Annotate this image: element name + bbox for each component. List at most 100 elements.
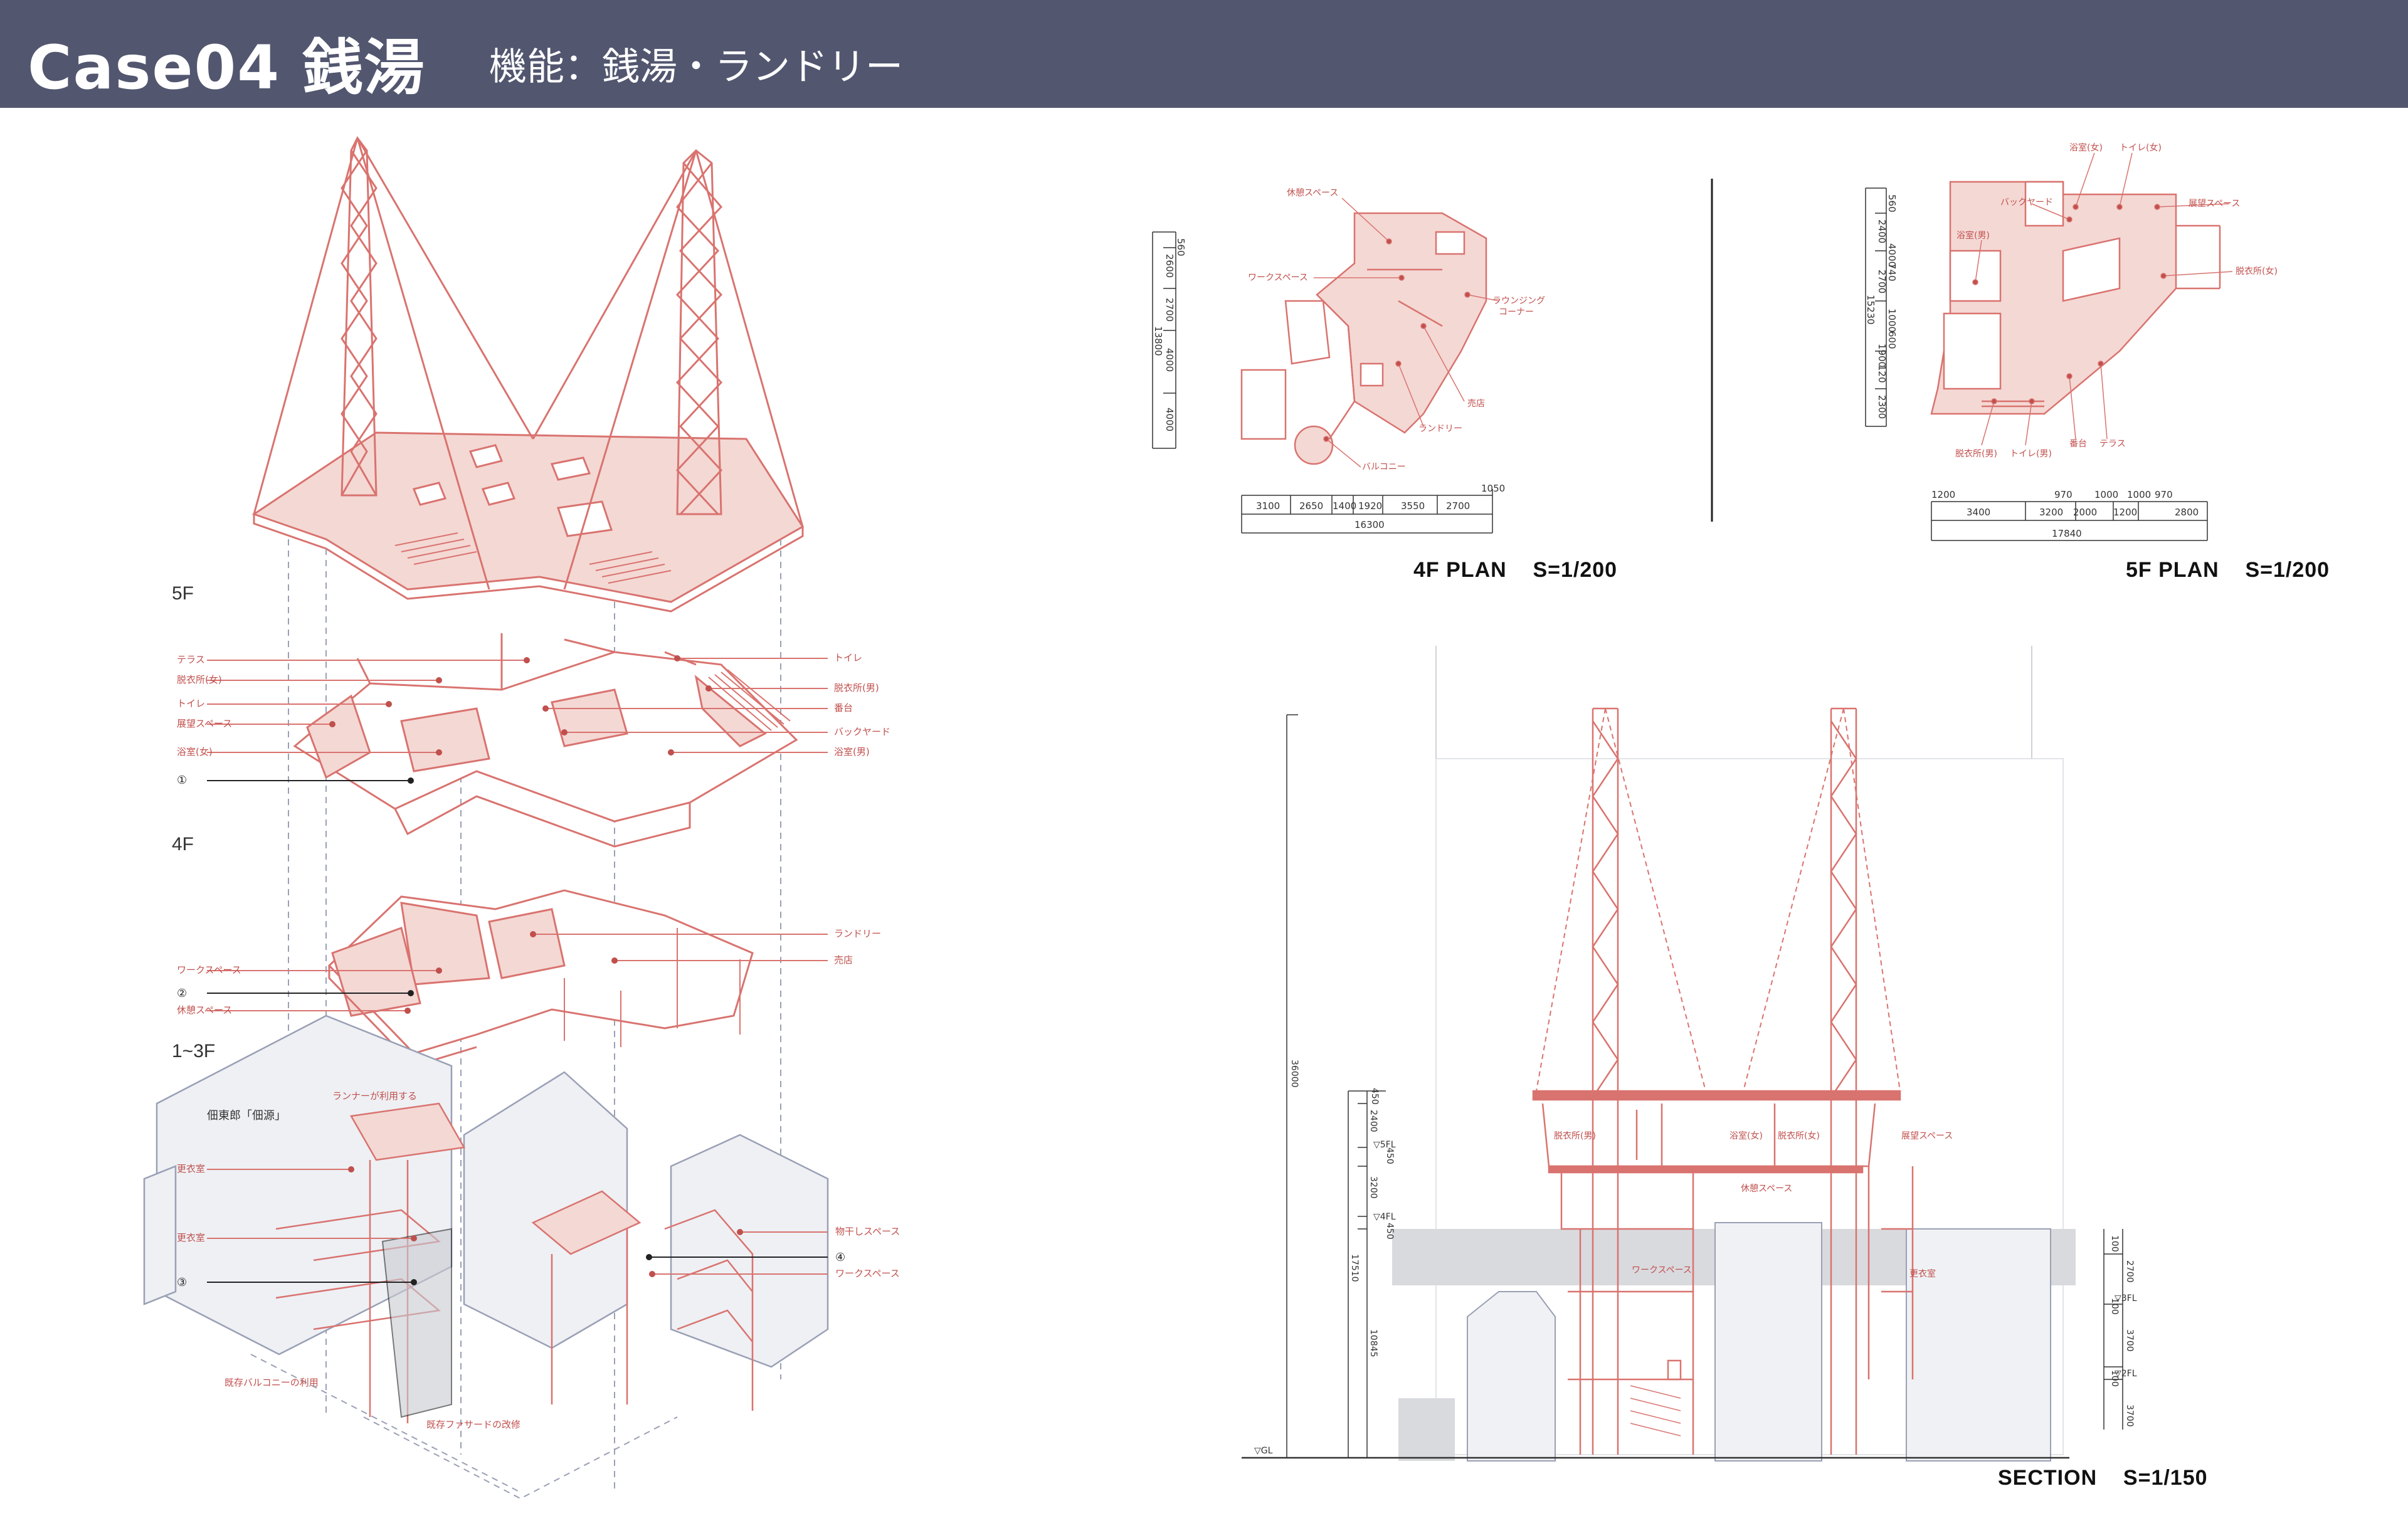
axon-5f-leaders xyxy=(207,655,828,784)
plan-5f-dim-lines xyxy=(1865,187,2208,541)
plan4f-dim-total: 16300 xyxy=(1354,519,1385,530)
section-dim-inner-4: 450 xyxy=(1385,1223,1395,1240)
plan-5f xyxy=(1930,181,2221,415)
plan4f-dim-left-4: 4000 xyxy=(1164,348,1175,372)
plan4f-work: ワークスペース xyxy=(1248,273,1308,283)
plan5f-dim-left-10: 740 xyxy=(1886,263,1898,282)
plan4f-dim-top-right: 1050 xyxy=(1481,483,1505,494)
page-subtitle: 機能：銭湯・ランドリー xyxy=(489,45,903,89)
plan5f-dressing-men: 脱衣所(男) xyxy=(1955,449,1997,459)
plan-5f-dims: 1200 970 1000 1000 970 3400 3200 2000 12… xyxy=(1865,194,2199,539)
plan5f-dim-left-0: 560 xyxy=(1886,194,1898,213)
floor-label-4f: 4F xyxy=(172,834,194,855)
label-tsukuda: 佃東郎「佃源」 xyxy=(207,1109,286,1122)
plan5f-bath-men: 浴室(男) xyxy=(1956,230,1990,241)
plan5f-dim-left-1: 2400 xyxy=(1876,219,1888,243)
section-label-dressing-women: 脱衣所(女) xyxy=(1778,1130,1820,1141)
section-labels: 脱衣所(男) 浴室(女) 脱衣所(女) 展望スペース 休憩スペース ワークスペー… xyxy=(1554,1130,1953,1279)
plan4f-dim-left-5: 4000 xyxy=(1164,408,1175,431)
plan5f-dim-top-1: 970 xyxy=(2054,489,2073,500)
label-runner: ランナーが利用する xyxy=(332,1090,417,1102)
plan4f-dim-0: 3100 xyxy=(1256,500,1280,512)
plan4f-dim-1: 2650 xyxy=(1299,500,1323,512)
plan5f-bandai: 番台 xyxy=(2069,439,2087,449)
label-facade: 既存ファサードの改修 xyxy=(426,1419,520,1430)
section-dim-right-1: 2700 xyxy=(2125,1260,2135,1283)
label-5f-num1: ① xyxy=(177,774,187,787)
section-label-work: ワークスペース xyxy=(1632,1265,1692,1275)
axon-1-3f-label-group: ランナーが利用する 佃東郎「佃源」 更衣室 更衣室 ③ 既存バルコニーの利用 既… xyxy=(177,1090,900,1430)
section-dim-right-2: 100 xyxy=(2110,1298,2120,1315)
plan-4f-labels: 休憩スペース ワークスペース ラウンジング コーナー 売店 ランドリー バルコニ… xyxy=(1248,187,1545,472)
section-label-observation: 展望スペース xyxy=(1901,1131,1953,1141)
plan5f-toilet-men: トイレ(男) xyxy=(2010,449,2052,459)
plan-5f-labels: 浴室(女) トイレ(女) バックヤード 展望スペース 浴室(男) 脱衣所(女) … xyxy=(1955,142,2278,459)
plan5f-dim-left-3: 2700 xyxy=(1876,270,1888,293)
label-5f-observation: 展望スペース xyxy=(177,718,232,729)
section-level-2fl: ▽2FL xyxy=(2115,1369,2137,1379)
label-5f-bandai: 番台 xyxy=(834,702,853,714)
plan-4f-dims: 3100 2650 1400 1920 3550 2700 1050 16300… xyxy=(1153,238,1505,530)
section-dim-inner-5: 17510 xyxy=(1349,1254,1360,1282)
label-locker-1: 更衣室 xyxy=(177,1163,205,1174)
plan5f-dim-top-0: 1200 xyxy=(1931,489,1955,500)
label-5f-dressing-men: 脱衣所(男) xyxy=(834,682,879,693)
plan-4f-leaders xyxy=(1314,198,1499,468)
section-label-bath-women: 浴室(女) xyxy=(1729,1130,1763,1141)
plan5f-dim-left-7: 120 xyxy=(1876,365,1888,383)
axon-5f xyxy=(293,633,798,848)
plan5f-dim-left-9: 15230 xyxy=(1865,295,1876,325)
plan4f-dim-left-1: 2600 xyxy=(1164,254,1175,278)
axon-roof xyxy=(251,136,805,613)
section-level-4fl: ▽4FL xyxy=(1373,1212,1396,1222)
header-bar: Case04 銭湯 機能：銭湯・ランドリー xyxy=(0,0,2408,108)
section-level-3fl: ▽3FL xyxy=(2115,1294,2137,1304)
label-5f-bath-women: 浴室(女) xyxy=(177,746,213,757)
label-drying: 物干しスペース xyxy=(835,1226,900,1237)
section-level-5fl: ▽5FL xyxy=(1373,1140,1396,1150)
plan4f-shop: 売店 xyxy=(1467,399,1485,409)
plan5f-dim-top-2: 1000 xyxy=(2094,489,2118,500)
label-4f-laundry: ランドリー xyxy=(834,928,881,939)
plan5f-dim-left-6: 1900 xyxy=(1876,344,1888,367)
section-dim-inner-3: 3200 xyxy=(1368,1176,1378,1199)
plan4f-corner: コーナー xyxy=(1499,307,1534,317)
axon-1-3f-leaders xyxy=(207,1166,828,1285)
section-dim-inner-1: 2400 xyxy=(1368,1110,1378,1132)
plan5f-observation: 展望スペース xyxy=(2189,199,2240,209)
plan5f-dim-left-8: 2300 xyxy=(1876,395,1888,419)
label-num4: ④ xyxy=(835,1251,845,1264)
label-5f-toilet-right: トイレ xyxy=(834,652,862,663)
label-work-13f: ワークスペース xyxy=(835,1268,900,1279)
plan4f-dim-3: 1920 xyxy=(1358,500,1382,512)
section-dim-right-0: 100 xyxy=(2110,1235,2120,1252)
plan4f-dim-left-0: 560 xyxy=(1175,238,1186,256)
plan5f-dim-left-5: 600 xyxy=(1886,331,1898,349)
plan5f-dim-bot-0: 3400 xyxy=(1967,507,1990,518)
plan5f-dim-left-4: 1000 xyxy=(1886,308,1898,332)
axon-1-3f-foundation xyxy=(250,1354,678,1500)
plan5f-toilet-women: トイレ(女) xyxy=(2120,142,2162,153)
label-balcony: 既存バルコニーの利用 xyxy=(224,1377,319,1388)
plan4f-dim-2: 1400 xyxy=(1333,500,1356,512)
plan-4f xyxy=(1240,212,1487,465)
section-level-gl: ▽GL xyxy=(1254,1446,1273,1456)
section-label-locker: 更衣室 xyxy=(1909,1268,1936,1279)
label-locker-2: 更衣室 xyxy=(177,1232,205,1243)
floor-label-5f: 5F xyxy=(172,583,194,604)
section-context xyxy=(1242,646,2076,1462)
plan5f-dim-left-2: 4000 xyxy=(1886,243,1898,267)
section-dims: 36000 450 2400 450 3200 450 17510 10845 … xyxy=(1254,1060,2137,1456)
page-title: Case04 銭湯 xyxy=(28,33,426,103)
plan-4f-dim-lines xyxy=(1152,231,1493,534)
section-label-dressing-men: 脱衣所(男) xyxy=(1554,1131,1596,1141)
plan4f-dim-4: 3550 xyxy=(1401,500,1425,512)
plan4f-laundry: ランドリー xyxy=(1418,424,1462,434)
label-4f-num2: ② xyxy=(177,987,187,1000)
label-5f-bath-men: 浴室(男) xyxy=(834,746,870,757)
section-dim-right-5: 3700 xyxy=(2125,1404,2135,1427)
section-dim-inner-0: 450 xyxy=(1370,1088,1380,1105)
axon-4f-label-group: ワークスペース ② 休憩スペース ランドリー 売店 xyxy=(177,928,881,1016)
label-4f-rest: 休憩スペース xyxy=(177,1004,232,1016)
plan5f-terrace: テラス xyxy=(2099,439,2126,449)
